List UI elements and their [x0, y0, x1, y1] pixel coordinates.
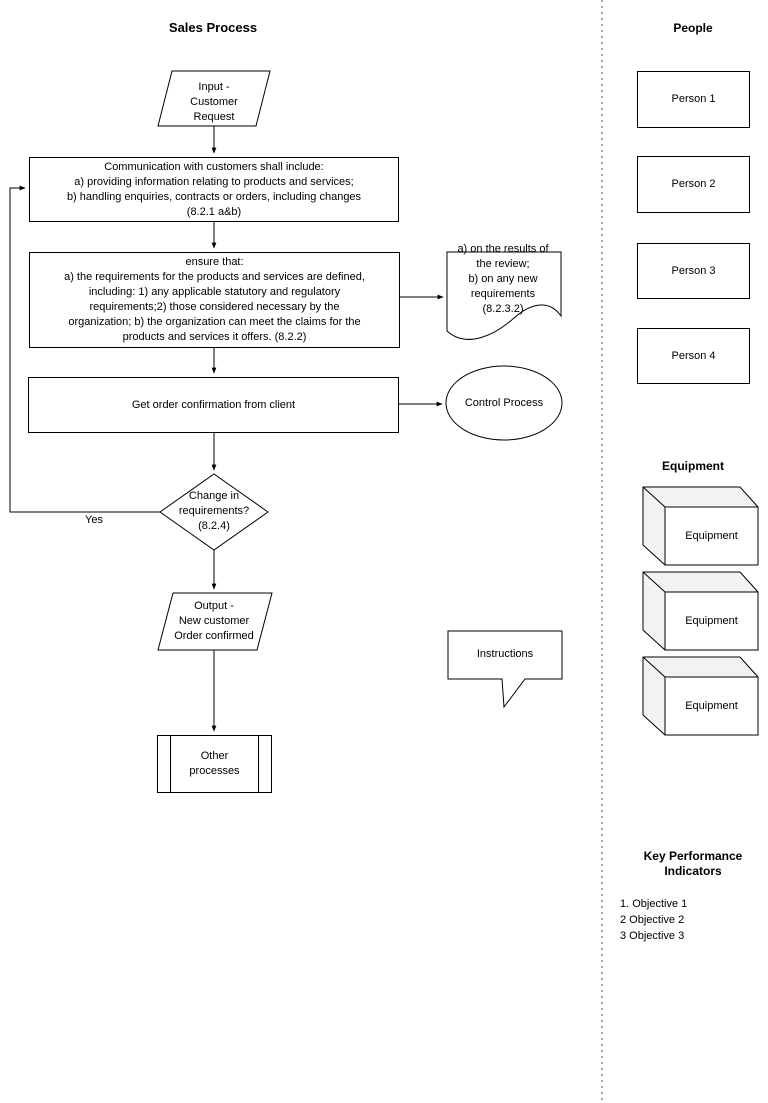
person-3-label: Person 3	[671, 264, 716, 277]
diagram-title: Sales Process	[168, 20, 258, 35]
other-processes-box: Other processes	[157, 735, 272, 793]
kpi-list: 1. Objective 1 2 Objective 2 3 Objective…	[620, 896, 760, 944]
person-4-box: Person 4	[637, 328, 750, 384]
person-2-label: Person 2	[671, 178, 716, 190]
equipment-2-label: Equipment	[685, 615, 738, 627]
equipment-1-label: Equipment	[685, 530, 738, 542]
yes-edge-label: Yes	[85, 514, 103, 526]
kpi-item-1: 1. Objective 1	[620, 898, 688, 910]
decision-label: Change in requirements? (8.2.4)	[178, 490, 250, 532]
input-label: Input - Customer Request	[190, 81, 238, 123]
person-2-box: Person 2	[637, 156, 750, 213]
person-4-label: Person 4	[671, 349, 716, 362]
instructions-label: Instructions	[476, 648, 534, 660]
kpi-item-3: 3 Objective 3	[620, 930, 685, 942]
predefined-process-left-bar	[170, 736, 171, 792]
people-title: People	[673, 21, 713, 35]
person-1-box: Person 1	[637, 71, 750, 128]
equipment-title: Equipment	[662, 459, 724, 473]
equipment-3-label: Equipment	[685, 700, 738, 712]
control-process-label: Control Process	[464, 397, 544, 409]
output-label: Output - New customer Order confirmed	[174, 600, 254, 642]
predefined-process-right-bar	[258, 736, 259, 792]
review-document-label: a) on the results of the review; b) on a…	[457, 243, 549, 315]
other-processes-label: Other processes	[189, 750, 240, 777]
person-3-box: Person 3	[637, 243, 750, 299]
kpi-item-2: 2 Objective 2	[620, 914, 685, 926]
person-1-label: Person 1	[671, 93, 716, 105]
kpi-title: Key Performance Indicators	[643, 849, 743, 878]
